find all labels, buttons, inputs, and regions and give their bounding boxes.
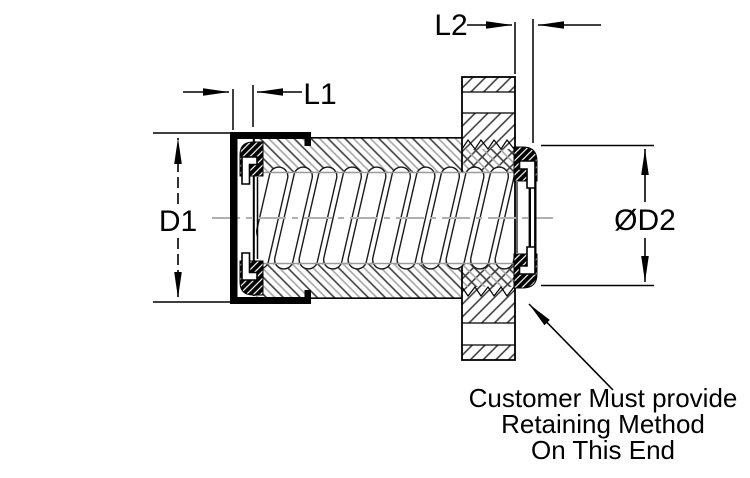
- seal-clip: [518, 246, 536, 275]
- seal-clip: [241, 156, 258, 185]
- seal-retainer-right: [513, 146, 538, 289]
- thread-joint-zigzag-top: [461, 138, 515, 151]
- label-d1: D1: [159, 205, 197, 238]
- dimension-l1: L1: [183, 78, 337, 130]
- leader-arrow: [528, 303, 614, 391]
- note-line-1: Customer Must provide: [469, 383, 738, 413]
- dimension-d1: D1: [153, 132, 231, 303]
- note-line-2: Retaining Method: [501, 409, 705, 439]
- dimension-d2: ØD2: [541, 144, 676, 287]
- label-l2: L2: [434, 9, 467, 42]
- seal-clip: [518, 160, 536, 189]
- nut-body: [254, 137, 462, 299]
- thread-joint-zigzag-bottom: [461, 285, 515, 298]
- seal-left-top: [239, 141, 264, 185]
- seal-left-bottom: [239, 252, 264, 296]
- retaining-note: Customer Must provide Retaining Method O…: [469, 303, 738, 465]
- label-d2: ØD2: [614, 204, 676, 237]
- label-l1: L1: [303, 78, 336, 111]
- note-line-3: On This End: [531, 435, 675, 465]
- seal-clip: [241, 252, 258, 281]
- dimension-l2: L2: [434, 9, 601, 143]
